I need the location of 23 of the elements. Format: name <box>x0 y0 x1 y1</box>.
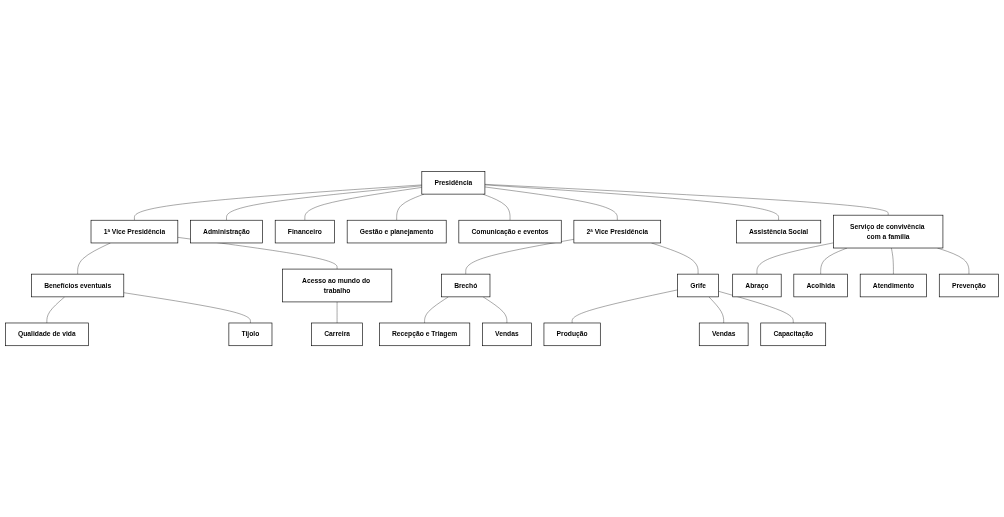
connector <box>304 187 422 221</box>
connector <box>226 185 422 221</box>
connector <box>46 296 65 324</box>
connector <box>465 239 575 275</box>
connector <box>718 291 794 324</box>
connector <box>484 184 779 221</box>
connector <box>891 247 894 275</box>
connector <box>482 296 508 324</box>
connector <box>571 289 678 324</box>
connector <box>820 247 848 275</box>
connector <box>756 242 834 275</box>
connector <box>937 247 970 275</box>
connector <box>482 193 511 221</box>
connector <box>651 242 699 275</box>
connector <box>708 296 724 324</box>
connector <box>396 193 425 221</box>
connector <box>134 184 422 221</box>
connector <box>123 292 251 324</box>
connector <box>424 296 449 324</box>
connector <box>77 242 111 275</box>
connector <box>484 184 889 216</box>
connector <box>336 301 338 324</box>
connector <box>484 186 618 221</box>
